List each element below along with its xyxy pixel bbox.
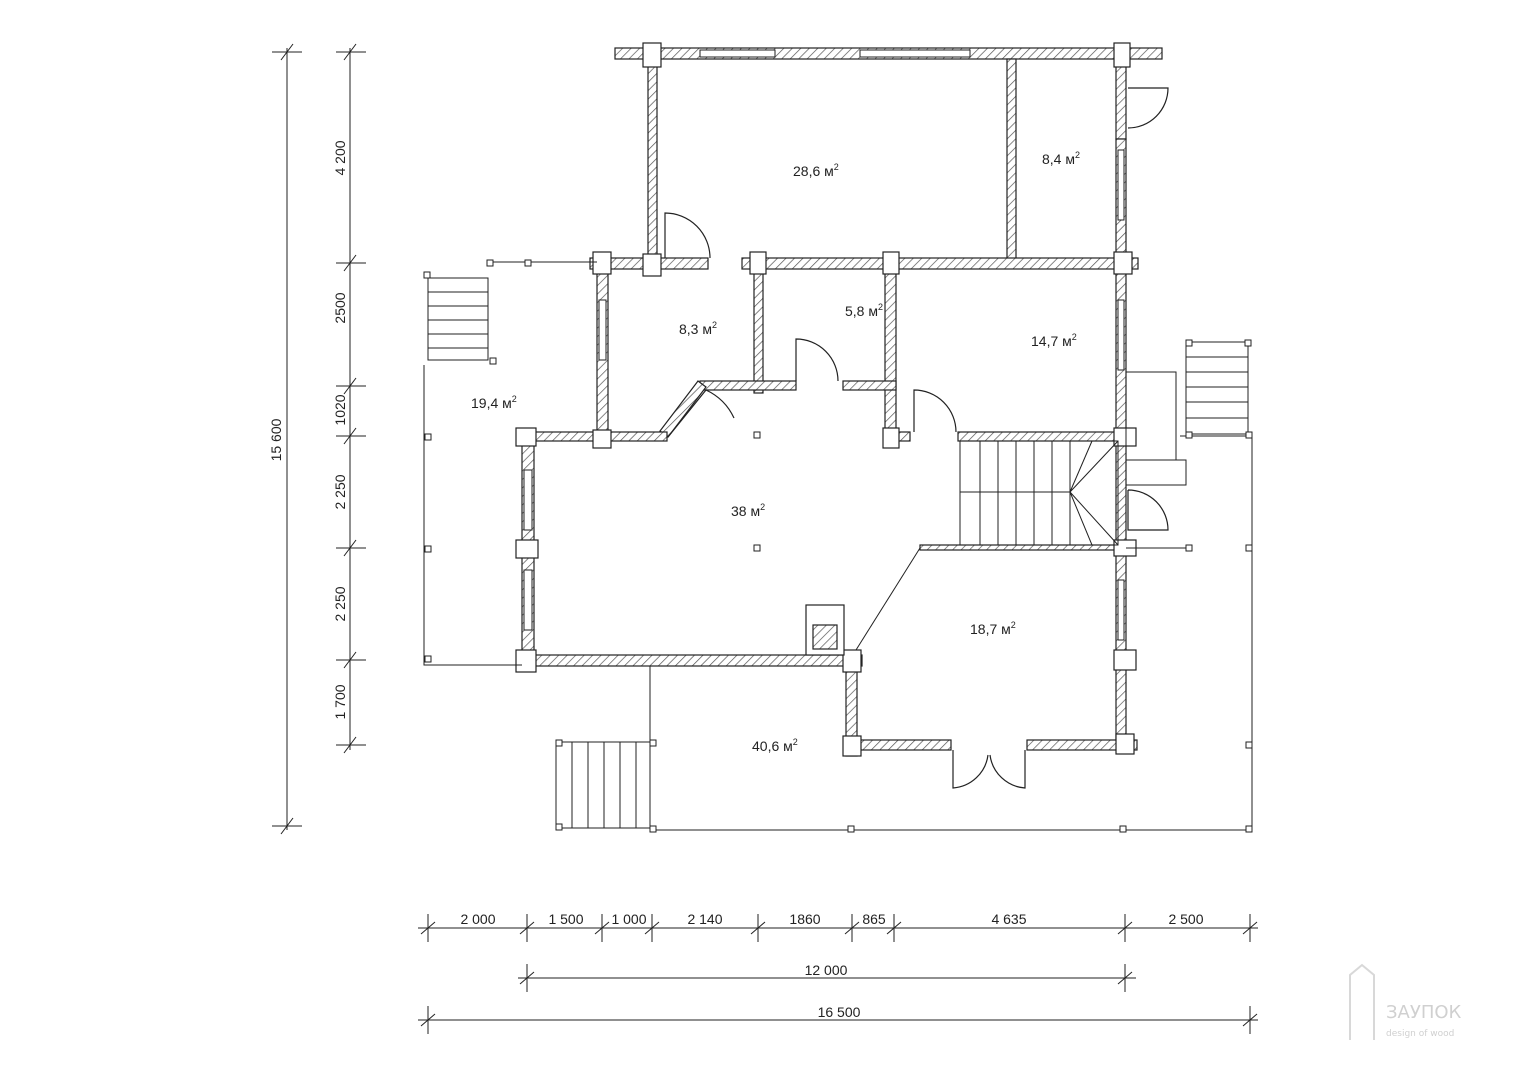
dimension-lines: [272, 43, 1258, 1034]
dimension-labels: 15 600 4 200 2500 1020 2 250 2 250 1 700…: [268, 140, 1204, 1020]
room-area-label: 28,6 м2: [793, 162, 839, 179]
watermark-logo: ЗАУПОК design of wood: [1349, 963, 1462, 1040]
dim-vertical-total: 15 600: [268, 418, 284, 461]
joint: [882, 427, 900, 449]
door-swing: [1127, 489, 1169, 531]
doors: [664, 87, 1169, 789]
wall-147-bottom-b: [957, 431, 1117, 442]
steps-right: [1185, 341, 1249, 435]
dim-vertical: 2 250: [332, 586, 348, 621]
wall-mid-b: [741, 257, 1139, 270]
room-labels: 28,6 м2 8,4 м2 8,3 м2 5,8 м2 14,7 м2 19,…: [471, 150, 1080, 754]
room-area-label: 14,7 м2: [1031, 332, 1077, 349]
joint: [1113, 251, 1133, 275]
dim-horizontal: 1 500: [548, 911, 583, 927]
joint: [642, 42, 662, 68]
wall-corridor-a: [699, 380, 797, 391]
door-swing: [1127, 87, 1169, 129]
window: [1117, 299, 1125, 371]
corridor-diagonal: [855, 547, 921, 651]
joint: [515, 427, 537, 447]
stove: [805, 604, 845, 656]
joint: [1113, 42, 1131, 68]
dim-horizontal: 2 000: [460, 911, 495, 927]
interior-stair: [959, 440, 1119, 546]
door-swing: [952, 750, 989, 789]
room-area-label: 8,3 м2: [679, 320, 717, 337]
dim-total-width: 16 500: [818, 1004, 861, 1020]
joint: [1113, 649, 1137, 671]
wall-58-147: [884, 268, 897, 446]
exterior-steps: [427, 277, 1249, 829]
wall-upper-left: [647, 58, 658, 270]
window: [1117, 149, 1125, 221]
wall-187-bottom: [845, 739, 952, 751]
dim-vertical: 4 200: [332, 140, 348, 175]
window: [859, 49, 971, 58]
porch-block: [1125, 371, 1177, 461]
steps-left: [427, 277, 489, 361]
dim-horizontal: 865: [862, 911, 886, 927]
stair-outline: [959, 440, 1119, 546]
joint: [882, 251, 900, 275]
stove-inner: [812, 624, 838, 650]
door-swing: [913, 389, 957, 433]
joint: [842, 649, 862, 673]
wall-upper-partition: [1006, 58, 1017, 262]
wall-diagonal: [659, 380, 707, 438]
window: [523, 569, 533, 631]
window: [1117, 579, 1125, 641]
joint: [749, 251, 767, 275]
room-area-label: 8,4 м2: [1042, 150, 1080, 167]
door-swing: [795, 338, 839, 382]
dim-vertical: 1020: [332, 394, 348, 425]
wall-187-bottom-b: [1026, 739, 1138, 751]
dim-horizontal: 1860: [789, 911, 820, 927]
wall-stair-bottom: [919, 544, 1121, 551]
room-area-label: 19,4 м2: [471, 394, 517, 411]
windows: [523, 49, 1125, 641]
joint: [842, 735, 862, 757]
joint: [592, 251, 612, 275]
joint: [1113, 427, 1137, 447]
room-area-label: 18,7 м2: [970, 620, 1016, 637]
dim-horizontal: 2 140: [687, 911, 722, 927]
dim-vertical: 2500: [332, 292, 348, 323]
joint: [515, 649, 537, 673]
dim-vertical: 1 700: [332, 684, 348, 719]
joint: [1115, 733, 1135, 755]
window: [699, 49, 776, 58]
dim-horizontal: 4 635: [991, 911, 1026, 927]
dim-horizontal: 2 500: [1168, 911, 1203, 927]
terrace-left: [423, 261, 597, 666]
dim-horizontal: 1 000: [611, 911, 646, 927]
wall-corridor-b: [842, 380, 897, 391]
watermark-sub: design of wood: [1386, 1029, 1454, 1039]
room-area-label: 38 м2: [731, 502, 765, 519]
terrace-bottom: [649, 435, 1253, 831]
porch-step: [1125, 459, 1187, 486]
wall-upper-right: [1115, 58, 1127, 140]
joint: [515, 539, 539, 559]
steps-bottom: [555, 741, 651, 829]
log-joints: [515, 42, 1137, 757]
posts: [423, 259, 1253, 833]
window: [598, 299, 607, 361]
joint: [592, 429, 612, 449]
wall-83-58: [753, 268, 764, 394]
house-icon: [1349, 963, 1375, 1040]
window: [523, 469, 533, 531]
wall-hall-bottom: [521, 654, 863, 667]
door-swing: [664, 212, 711, 259]
door-swing: [989, 750, 1026, 789]
watermark-brand: ЗАУПОК: [1386, 1002, 1462, 1023]
room-area-label: 40,6 м2: [752, 737, 798, 754]
dim-house-width: 12 000: [805, 962, 848, 978]
room-area-label: 5,8 м2: [845, 302, 883, 319]
joint: [642, 253, 662, 277]
door-swing: [667, 389, 735, 438]
dim-vertical: 2 250: [332, 474, 348, 509]
